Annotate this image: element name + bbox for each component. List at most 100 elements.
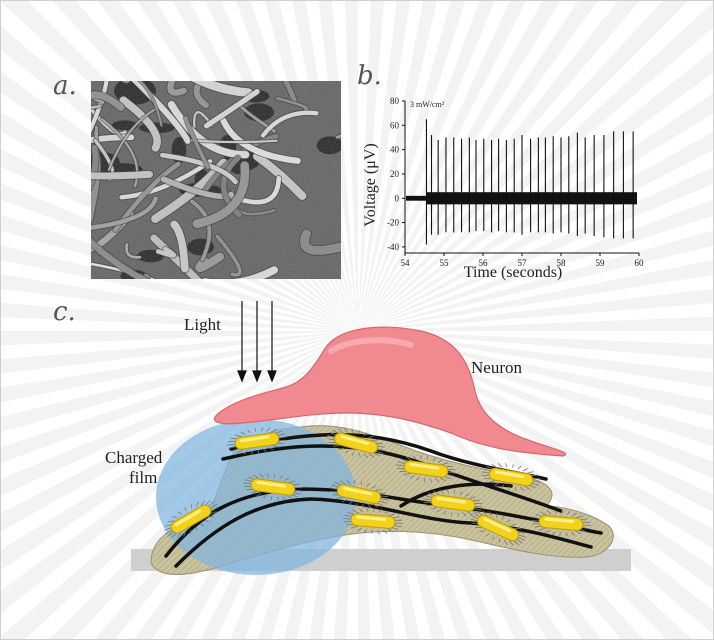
ligand [531,523,541,525]
ligand [567,510,571,515]
ligand [351,428,354,433]
ligand [470,514,479,520]
ligand [397,461,406,465]
ligand [497,463,503,468]
ligand [268,447,274,451]
ligand [473,503,483,505]
ligand [190,504,192,509]
x-tick-label: 56 [479,258,489,268]
nanoparticle-body [170,504,212,534]
ligand [581,526,590,530]
ligand [327,438,336,441]
ligand [488,511,492,517]
ligand [294,489,303,492]
film-label-line2: film [129,468,157,487]
ligand [362,503,365,509]
ligand [164,526,172,531]
ligand [207,515,215,518]
x-tick-label: 59 [596,258,606,268]
ligand [368,435,374,439]
ligand [517,534,526,538]
ligand [343,521,353,523]
ligand [360,481,363,485]
ligand [284,477,290,481]
y-tick-label: 60 [390,120,400,130]
chart-annotation: 3 mW/cm² [410,100,445,109]
ligand [204,520,210,522]
ligand [172,516,178,518]
ligand [430,507,438,510]
ligand [372,503,379,508]
ligand [195,526,198,531]
nanoparticle-highlight [342,486,373,496]
ligand [439,489,444,494]
ligand [450,512,453,516]
ligand [366,507,369,512]
ligand [227,441,237,443]
ligand [441,462,449,465]
ligand [409,475,415,479]
ligand [358,430,360,435]
ligand [527,471,534,474]
ligand [522,468,528,472]
nanoparticle [396,455,456,483]
ligand [240,431,246,435]
ligand [363,529,367,534]
chart-xlabel: Time (seconds) [464,264,563,281]
ligand [358,453,361,458]
ligand [279,475,283,480]
ligand [328,431,337,436]
ligand [378,500,387,504]
ligand [514,528,522,530]
ligand [443,510,447,515]
x-tick-label: 58 [557,258,567,268]
ligand [423,478,426,482]
ligand [393,519,403,521]
ligand [286,495,293,500]
ligand [517,536,526,542]
ligand [372,439,379,441]
nanoparticle-highlight [409,462,440,470]
ligand [396,467,406,469]
y-tick-label: 0 [395,193,400,203]
ligand [336,496,343,499]
ligand [343,517,352,520]
charged-film [156,419,356,575]
ligand [210,507,218,512]
ligand [437,459,443,463]
ligand [492,536,495,540]
ligand [581,521,591,523]
ligand [508,540,514,546]
ligand [167,520,175,523]
ligand [277,433,286,437]
ligand [293,487,303,489]
ligand [403,473,411,476]
ligand [244,479,253,483]
ligand [470,518,479,522]
ligand [435,478,440,483]
y-tick-label: -20 [387,218,399,228]
nanoparticle [343,507,403,535]
ligand [524,485,531,491]
ligand [416,476,420,481]
y-tick-label: 20 [390,169,400,179]
nanoparticle [329,479,389,509]
ligand [423,498,432,501]
nanoparticle-highlight [340,435,370,446]
ligand [366,483,370,487]
ligand [243,450,248,455]
noise-band [426,192,637,205]
ligand [554,509,557,514]
ligand [532,480,541,483]
ligand [532,516,541,520]
ligand [200,500,206,506]
ligand [329,490,339,493]
arrow-head [252,370,262,383]
ligand [352,509,359,514]
ligand [387,528,394,533]
ligand [456,512,460,517]
neuron-label: Neuron [471,358,522,377]
ligand [394,522,403,525]
ligand [176,532,182,538]
ligand [498,538,501,543]
